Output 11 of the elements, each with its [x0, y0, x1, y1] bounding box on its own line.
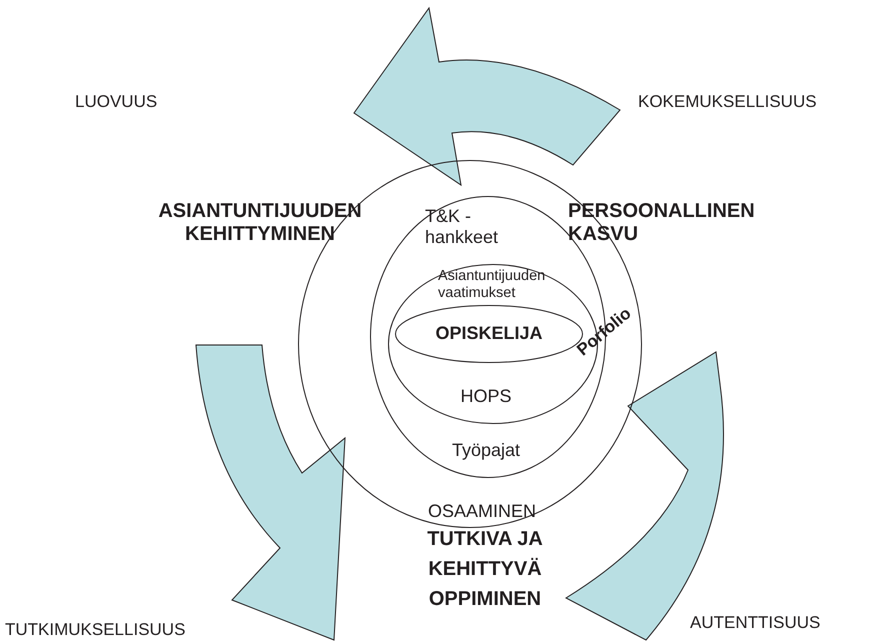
ellipse-label: HOPS [459, 386, 512, 407]
ring-label: OSAAMINEN [426, 501, 538, 522]
area-heading: TUTKIVA JA KEHITTYVÄ OPPIMINEN [426, 527, 544, 612]
ring-label: T&K - hankkeet [425, 206, 500, 248]
quality-label: AUTENTTISUUS [690, 613, 822, 633]
center-label: OPISKELIJA [434, 323, 544, 344]
quality-label: TUTKIMUKSELLISUUS [5, 620, 186, 640]
quality-label: LUOVUUS [75, 92, 158, 112]
ring-label: Työpajat [450, 440, 522, 461]
quality-label: KOKEMUKSELLISUUS [638, 92, 818, 112]
ellipse-label: Asiantuntijuuden vaatimukset [438, 268, 546, 302]
